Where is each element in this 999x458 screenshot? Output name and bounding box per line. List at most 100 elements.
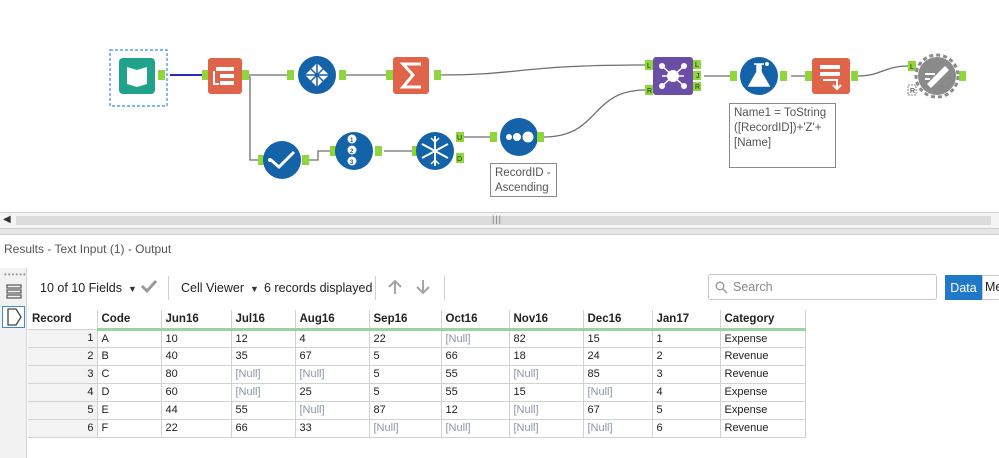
table-cell[interactable]: Revenue — [720, 365, 806, 384]
table-cell[interactable]: Revenue — [720, 347, 806, 366]
record-number-cell[interactable]: 1 — [28, 329, 98, 348]
table-cell[interactable]: B — [97, 347, 162, 366]
column-header-jul16[interactable]: Jul16 — [231, 310, 296, 331]
table-cell[interactable]: 60 — [161, 383, 232, 402]
table-cell[interactable]: [Null] — [231, 365, 296, 384]
table-cell[interactable]: 2 — [652, 347, 721, 366]
table-cell[interactable]: [Null] — [583, 419, 653, 438]
table-cell[interactable]: D — [97, 383, 162, 402]
pane-splitter[interactable] — [0, 229, 999, 235]
table-cell[interactable]: 67 — [583, 401, 653, 420]
search-box[interactable] — [708, 274, 937, 300]
table-cell[interactable]: Expense — [720, 401, 806, 420]
anchor-tag-icon[interactable] — [2, 306, 25, 328]
table-cell[interactable]: 80 — [161, 365, 232, 384]
record-number-cell[interactable]: 6 — [28, 419, 98, 438]
fields-selector[interactable]: 10 of 10 Fields▼ — [40, 281, 137, 295]
table-cell[interactable]: 15 — [509, 383, 584, 402]
table-cell[interactable]: 12 — [441, 401, 510, 420]
record-number-cell[interactable]: 4 — [28, 383, 98, 402]
table-cell[interactable]: 5 — [652, 401, 721, 420]
column-header-jun16[interactable]: Jun16 — [161, 310, 232, 331]
scroll-left-arrow-icon[interactable]: ◀ — [3, 214, 11, 225]
arrow-down-icon[interactable] — [414, 278, 432, 299]
table-cell[interactable]: C — [97, 365, 162, 384]
scrollbar-track[interactable] — [16, 216, 991, 225]
table-cell[interactable]: 22 — [161, 419, 232, 438]
table-cell[interactable]: 33 — [295, 419, 370, 438]
table-cell[interactable]: E — [97, 401, 162, 420]
record-number-cell[interactable]: 5 — [28, 401, 98, 420]
table-cell[interactable]: 55 — [231, 401, 296, 420]
table-view-icon[interactable] — [2, 280, 25, 302]
table-cell[interactable]: [Null] — [295, 401, 370, 420]
table-cell[interactable]: 82 — [509, 329, 584, 348]
column-header-record[interactable]: Record — [28, 310, 98, 330]
record-number-cell[interactable]: 2 — [28, 347, 98, 366]
column-header-oct16[interactable]: Oct16 — [441, 310, 510, 331]
table-cell[interactable]: F — [97, 419, 162, 438]
table-cell[interactable]: 5 — [369, 365, 442, 384]
table-cell[interactable]: 22 — [369, 329, 442, 348]
table-cell[interactable]: 18 — [509, 347, 584, 366]
table-cell[interactable]: 24 — [583, 347, 653, 366]
column-header-category[interactable]: Category — [720, 310, 806, 331]
table-cell[interactable]: [Null] — [509, 365, 584, 384]
table-cell[interactable]: 40 — [161, 347, 232, 366]
table-cell[interactable]: Expense — [720, 383, 806, 402]
column-header-dec16[interactable]: Dec16 — [583, 310, 653, 331]
table-cell[interactable]: [Null] — [231, 383, 296, 402]
table-cell[interactable]: [Null] — [441, 419, 510, 438]
canvas-horizontal-scrollbar[interactable]: ◀ ||| — [0, 212, 999, 229]
table-cell[interactable]: 87 — [369, 401, 442, 420]
column-header-sep16[interactable]: Sep16 — [369, 310, 442, 331]
scrollbar-grip-icon[interactable]: ||| — [492, 214, 503, 224]
table-cell[interactable]: 35 — [231, 347, 296, 366]
data-button[interactable]: Data — [945, 275, 982, 300]
table-cell[interactable]: 1 — [652, 329, 721, 348]
table-cell[interactable]: 12 — [231, 329, 296, 348]
column-header-jan17[interactable]: Jan17 — [652, 310, 721, 331]
table-cell[interactable]: [Null] — [441, 329, 510, 348]
table-cell[interactable]: 4 — [295, 329, 370, 348]
table-cell[interactable]: 4 — [652, 383, 721, 402]
table-cell[interactable]: 6 — [652, 419, 721, 438]
table-cell[interactable]: 66 — [231, 419, 296, 438]
table-cell[interactable]: 44 — [161, 401, 232, 420]
column-header-code[interactable]: Code — [97, 310, 162, 331]
apply-check-icon[interactable] — [140, 278, 158, 297]
table-cell[interactable]: [Null] — [295, 365, 370, 384]
table-cell[interactable]: Expense — [720, 329, 806, 348]
workflow-canvas[interactable]: L R L J R — [0, 0, 999, 212]
table-cell[interactable]: 3 — [652, 365, 721, 384]
table-cell[interactable]: 55 — [441, 365, 510, 384]
table-cell[interactable]: 10 — [161, 329, 232, 348]
table-cell[interactable]: 55 — [441, 383, 510, 402]
record-number-cell[interactable]: 3 — [28, 365, 98, 384]
table-cell[interactable]: [Null] — [509, 401, 584, 420]
cell-viewer-selector[interactable]: Cell Viewer▼ — [181, 281, 259, 295]
metadata-button[interactable]: Metadata — [982, 275, 999, 300]
search-input[interactable] — [731, 278, 931, 296]
table-cell[interactable]: 5 — [369, 347, 442, 366]
table-cell[interactable]: Revenue — [720, 419, 806, 438]
column-header-nov16[interactable]: Nov16 — [509, 310, 584, 331]
table-cell[interactable]: 67 — [295, 347, 370, 366]
table-cell[interactable]: 5 — [369, 383, 442, 402]
column-header-aug16[interactable]: Aug16 — [295, 310, 370, 331]
table-cell[interactable]: 85 — [583, 365, 653, 384]
table-cell[interactable]: 66 — [441, 347, 510, 366]
table-cell[interactable]: [Null] — [509, 419, 584, 438]
table-cell[interactable]: [Null] — [369, 419, 442, 438]
table-cell[interactable]: 15 — [583, 329, 653, 348]
arrow-up-icon[interactable] — [386, 278, 404, 299]
table-cell[interactable]: A — [97, 329, 162, 348]
table-cell[interactable]: [Null] — [583, 383, 653, 402]
table-cell[interactable]: 25 — [295, 383, 370, 402]
